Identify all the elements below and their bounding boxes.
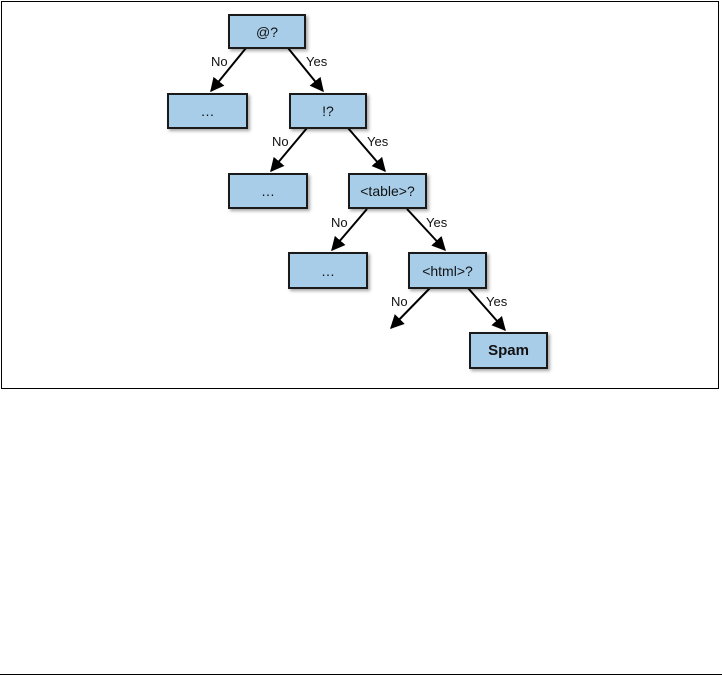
node-root-no: … — [167, 93, 248, 129]
edge-label-html-no: No — [391, 294, 408, 309]
edge-label-html-yes: Yes — [486, 294, 508, 309]
edge-label-root-yes: Yes — [306, 54, 328, 69]
edge-label-table-no: No — [331, 215, 348, 230]
edge-label-table-yes: Yes — [426, 215, 448, 230]
node-html: <html>? — [408, 252, 487, 289]
node-table: <table>? — [348, 173, 427, 209]
edge-label-bang-yes: Yes — [367, 134, 389, 149]
node-table-no: … — [288, 252, 368, 289]
node-bang: !? — [289, 93, 367, 129]
edge-label-bang-no: No — [272, 134, 289, 149]
node-root: @? — [228, 14, 306, 49]
node-spam: Spam — [469, 332, 548, 369]
edge-label-root-no: No — [211, 54, 228, 69]
node-bang-no: … — [228, 173, 308, 209]
